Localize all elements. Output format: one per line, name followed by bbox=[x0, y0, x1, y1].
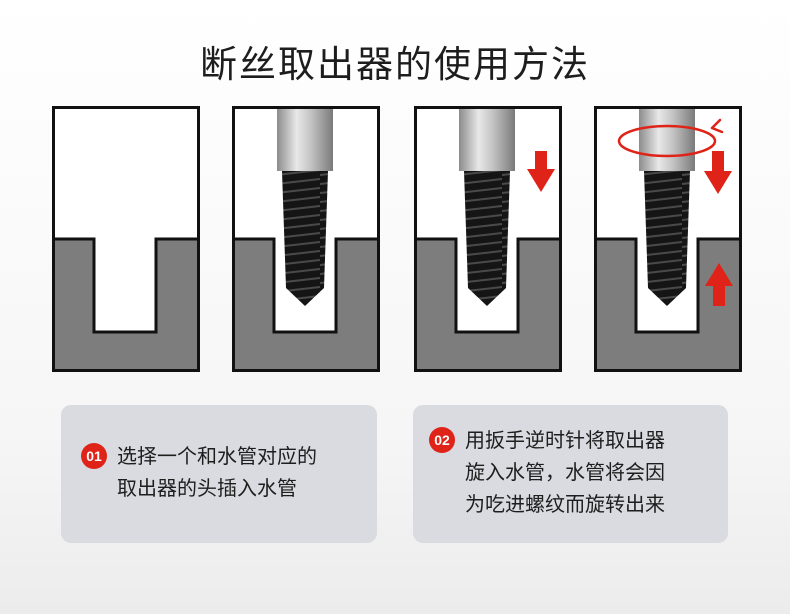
page-title: 断丝取出器的使用方法 bbox=[200, 43, 590, 86]
diagram-panel-press bbox=[414, 106, 562, 372]
instruction-card-2: 02 用扳手逆时针将取出器 旋入水管，水管将会因 为吃进螺纹而旋转出来 bbox=[413, 405, 728, 543]
step-text-line: 为吃进螺纹而旋转出来 bbox=[465, 492, 665, 516]
step-badge: 01 bbox=[81, 443, 107, 469]
step-text: 用扳手逆时针将取出器 旋入水管，水管将会因 为吃进螺纹而旋转出来 bbox=[465, 424, 665, 520]
step-badge: 02 bbox=[429, 427, 455, 453]
step-text-line: 旋入水管，水管将会因 bbox=[465, 460, 665, 484]
extractor-thread bbox=[282, 171, 328, 306]
arrow-down-icon bbox=[527, 151, 555, 192]
rotate-counterclockwise-icon bbox=[617, 118, 724, 158]
step-text: 选择一个和水管对应的 取出器的头插入水管 bbox=[117, 440, 317, 504]
step-text-line: 取出器的头插入水管 bbox=[117, 476, 297, 500]
step-text-line: 选择一个和水管对应的 bbox=[117, 444, 317, 468]
arrow-up-icon bbox=[705, 263, 733, 306]
instruction-card-1: 01 选择一个和水管对应的 取出器的头插入水管 bbox=[61, 405, 377, 543]
step-text-line: 用扳手逆时针将取出器 bbox=[465, 428, 665, 452]
arrow-down-icon bbox=[704, 151, 732, 194]
diagram-panel-rotate bbox=[594, 106, 742, 372]
pipe-wall bbox=[55, 239, 197, 369]
extractor-shaft bbox=[277, 109, 333, 171]
diagram-panel-insert bbox=[232, 106, 380, 372]
diagram-panel-empty-pipe bbox=[52, 106, 200, 372]
